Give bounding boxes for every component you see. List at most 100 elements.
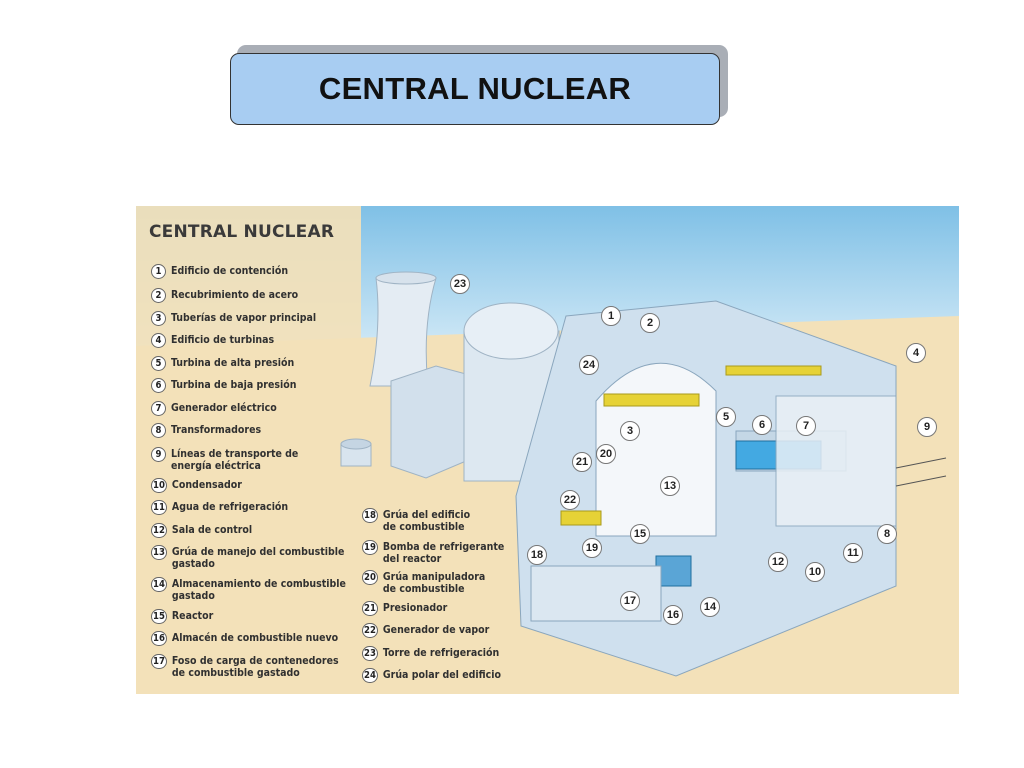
power-line xyxy=(895,457,947,469)
callout-marker: 24 xyxy=(579,355,599,375)
legend-number: 19 xyxy=(362,540,378,555)
legend-number: 12 xyxy=(151,523,167,538)
legend-number: 2 xyxy=(151,288,166,303)
legend-label: Edificio de turbinas xyxy=(171,334,275,346)
callout-marker: 12 xyxy=(768,552,788,572)
legend-right-item: 22 Generador de vapor xyxy=(362,623,489,638)
turbine-crane xyxy=(725,365,822,376)
slide-title: CENTRAL NUCLEAR xyxy=(318,71,632,106)
figure-title: CENTRAL NUCLEAR xyxy=(149,222,335,242)
legend-left-item: 4 Edificio de turbinas xyxy=(151,333,274,348)
callout-marker: 1 xyxy=(601,306,621,326)
slide-title-box: CENTRAL NUCLEAR xyxy=(230,53,720,125)
legend-label: Sala de control xyxy=(171,524,253,536)
callout-marker: 5 xyxy=(716,407,736,427)
plant-illustration xyxy=(136,206,959,694)
fuel-crane xyxy=(560,510,602,526)
legend-label: Bomba de refrigerante del reactor xyxy=(382,541,505,565)
legend-label: Grúa manipuladora de combustible xyxy=(382,571,486,595)
legend-label: Turbina de alta presión xyxy=(171,357,295,369)
legend-label: Torre de refrigeración xyxy=(382,647,500,659)
legend-label: Transformadores xyxy=(171,424,262,436)
aux-building xyxy=(390,365,467,479)
callout-marker: 4 xyxy=(906,343,926,363)
legend-panel xyxy=(136,206,361,694)
callout-marker: 6 xyxy=(752,415,772,435)
legend-right-item: 24 Grúa polar del edificio xyxy=(362,668,501,683)
legend-left-item: 9 Líneas de transporte de energía eléctri… xyxy=(151,447,298,472)
legend-number: 6 xyxy=(151,378,166,393)
power-line-2 xyxy=(895,475,947,487)
legend-number: 1 xyxy=(151,264,166,279)
callout-marker: 18 xyxy=(527,545,547,565)
legend-left-item: 5 Turbina de alta presión xyxy=(151,356,294,371)
legend-label: Agua de refrigeración xyxy=(171,501,289,513)
legend-label: Reactor xyxy=(171,610,214,622)
legend-number: 18 xyxy=(362,508,378,523)
legend-right-item: 21 Presionador xyxy=(362,601,447,616)
legend-number: 3 xyxy=(151,311,166,326)
legend-left-item: 10 Condensador xyxy=(151,478,242,493)
legend-number: 5 xyxy=(151,356,166,371)
legend-label: Grúa del edificio de combustible xyxy=(382,509,471,533)
callout-marker: 23 xyxy=(450,274,470,294)
callout-marker: 20 xyxy=(596,444,616,464)
legend-number: 14 xyxy=(151,577,167,592)
legend-left-item: 2 Recubrimiento de acero xyxy=(151,288,298,303)
legend-label: Presionador xyxy=(382,602,448,614)
legend-right-item: 18 Grúa del edificio de combustible xyxy=(362,508,470,533)
legend-label: Tuberías de vapor principal xyxy=(171,312,317,324)
legend-number: 4 xyxy=(151,333,166,348)
lower-floor xyxy=(530,565,662,622)
polar-crane xyxy=(603,393,700,407)
callout-marker: 10 xyxy=(805,562,825,582)
legend-number: 24 xyxy=(362,668,378,683)
callout-marker: 16 xyxy=(663,605,683,625)
legend-label: Generador eléctrico xyxy=(171,402,277,414)
legend-left-item: 7 Generador eléctrico xyxy=(151,401,277,416)
legend-label: Turbina de baja presión xyxy=(171,379,297,391)
callout-marker: 17 xyxy=(620,591,640,611)
legend-label: Condensador xyxy=(171,479,242,491)
spent-fuel-pool xyxy=(655,555,692,587)
callout-marker: 8 xyxy=(877,524,897,544)
legend-label: Recubrimiento de acero xyxy=(171,289,299,301)
legend-number: 9 xyxy=(151,447,166,462)
legend-label: Generador de vapor xyxy=(382,624,490,636)
legend-number: 22 xyxy=(362,623,378,638)
legend-number: 23 xyxy=(362,646,378,661)
right-wing xyxy=(775,395,897,527)
legend-number: 16 xyxy=(151,631,167,646)
callout-marker: 14 xyxy=(700,597,720,617)
callout-marker: 2 xyxy=(640,313,660,333)
legend-number: 10 xyxy=(151,478,167,493)
legend-number: 8 xyxy=(151,423,166,438)
legend-number: 21 xyxy=(362,601,378,616)
legend-label: Grúa polar del edificio xyxy=(382,669,501,681)
legend-number: 13 xyxy=(151,545,167,560)
legend-label: Grúa de manejo del combustible gastado xyxy=(171,546,345,570)
legend-number: 20 xyxy=(362,570,378,585)
legend-left-item: 13 Grúa de manejo del combustible gastado xyxy=(151,545,344,570)
legend-right-item: 19 Bomba de refrigerante del reactor xyxy=(362,540,504,565)
legend-right-item: 20 Grúa manipuladora de combustible xyxy=(362,570,485,595)
cooling-tower-top xyxy=(375,271,437,285)
legend-number: 17 xyxy=(151,654,167,669)
legend-number: 11 xyxy=(151,500,167,515)
legend-number: 7 xyxy=(151,401,166,416)
legend-label: Almacenamiento de combustible gastado xyxy=(171,578,346,602)
small-tank-top xyxy=(340,438,372,450)
callout-marker: 21 xyxy=(572,452,592,472)
callout-marker: 9 xyxy=(917,417,937,437)
legend-label: Líneas de transporte de energía eléctric… xyxy=(171,448,299,472)
legend-left-item: 14 Almacenamiento de combustible gastado xyxy=(151,577,346,602)
legend-left-item: 6 Turbina de baja presión xyxy=(151,378,296,393)
callout-marker: 13 xyxy=(660,476,680,496)
legend-right-item: 23 Torre de refrigeración xyxy=(362,646,499,661)
legend-left-item: 12 Sala de control xyxy=(151,523,252,538)
